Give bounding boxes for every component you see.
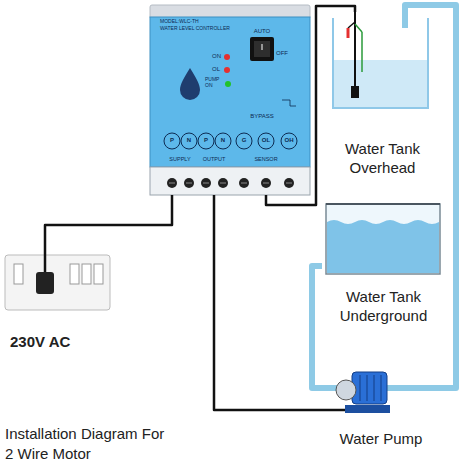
overhead-tank-node: Water Tank Overhead [325, 12, 440, 182]
pump-base [345, 405, 390, 413]
switch-plate [5, 255, 110, 310]
cable [45, 195, 172, 255]
rocker-switch [250, 37, 274, 61]
switch-label: AUTO [247, 28, 277, 35]
led [224, 54, 230, 60]
wall-switches [14, 264, 103, 284]
led [224, 67, 230, 73]
cable [266, 6, 355, 205]
terminal-group-label: SENSOR [246, 156, 286, 162]
cable [214, 195, 330, 410]
terminal-label: G [236, 137, 252, 144]
screw-slots [169, 183, 292, 184]
tank-label: Water Tank Underground [322, 288, 445, 326]
terminal-label: P [198, 137, 214, 144]
pipe-line [312, 266, 330, 388]
tank-water [333, 60, 428, 108]
product-label: WATER LEVEL CONTROLLER [160, 26, 250, 32]
underground-tank-node: Water Tank Underground [322, 198, 445, 332]
controller-face [150, 17, 310, 167]
cable-line [214, 195, 330, 410]
pipe-line [405, 5, 456, 388]
model-label: MODEL:WLC-TH [160, 19, 250, 25]
sensor-probe [351, 86, 359, 98]
tank-rim [326, 203, 440, 205]
drop-icon [180, 68, 200, 100]
sensor-wire [355, 24, 362, 32]
supply-label: 230V AC [10, 333, 110, 352]
terminal-label: N [215, 137, 231, 144]
pump-head [336, 380, 356, 400]
underground-tank [326, 204, 440, 274]
sensor-wire [361, 32, 363, 72]
pipe-outlet [386, 385, 432, 391]
switch-label: OFF [276, 50, 296, 57]
led-label: OL [212, 66, 224, 73]
plug-cable [44, 255, 47, 273]
terminal-label: N [181, 137, 197, 144]
switch-label: BYPASS [245, 113, 279, 120]
terminal-group-label: SUPPLY [160, 156, 200, 162]
overhead-tank [333, 18, 428, 108]
pipe-inlet [402, 11, 408, 28]
cable-line [45, 195, 172, 255]
caption: Installation Diagram For 2 Wire Motor [5, 424, 175, 464]
cable-line [266, 6, 355, 205]
terminal-group-label: OUTPUT [194, 156, 234, 162]
water-pipe [405, 5, 456, 388]
terminal-circles [164, 133, 297, 149]
power-socket-node: 230V AC [5, 255, 117, 354]
pump-cable [330, 409, 346, 412]
terminal-label: P [164, 137, 180, 144]
sensor-probe [347, 28, 350, 38]
water-level-controller: MODEL:WLC-THWATER LEVEL CONTROLLERAUTO ON… [150, 5, 310, 195]
bypass-icon [282, 100, 296, 106]
terminal-label: OL [258, 137, 274, 144]
water-pipe [312, 266, 330, 388]
tank-label: Water Tank Overhead [325, 140, 440, 178]
tank-water [327, 220, 439, 273]
terminal-label: OH [281, 137, 297, 144]
water-pump-node: Water Pump [330, 360, 432, 452]
plug [36, 272, 54, 294]
sensor-wire [348, 22, 355, 28]
led [225, 81, 231, 87]
switch-mark [262, 44, 263, 50]
rocker-button [254, 41, 270, 57]
terminal-strip [150, 167, 310, 195]
pump-label: Water Pump [330, 430, 432, 449]
motor-fins [360, 375, 381, 401]
led-label: PUMP ON [205, 77, 222, 88]
led-label: ON [212, 53, 224, 60]
pump-motor [352, 372, 387, 404]
screws [167, 178, 294, 188]
